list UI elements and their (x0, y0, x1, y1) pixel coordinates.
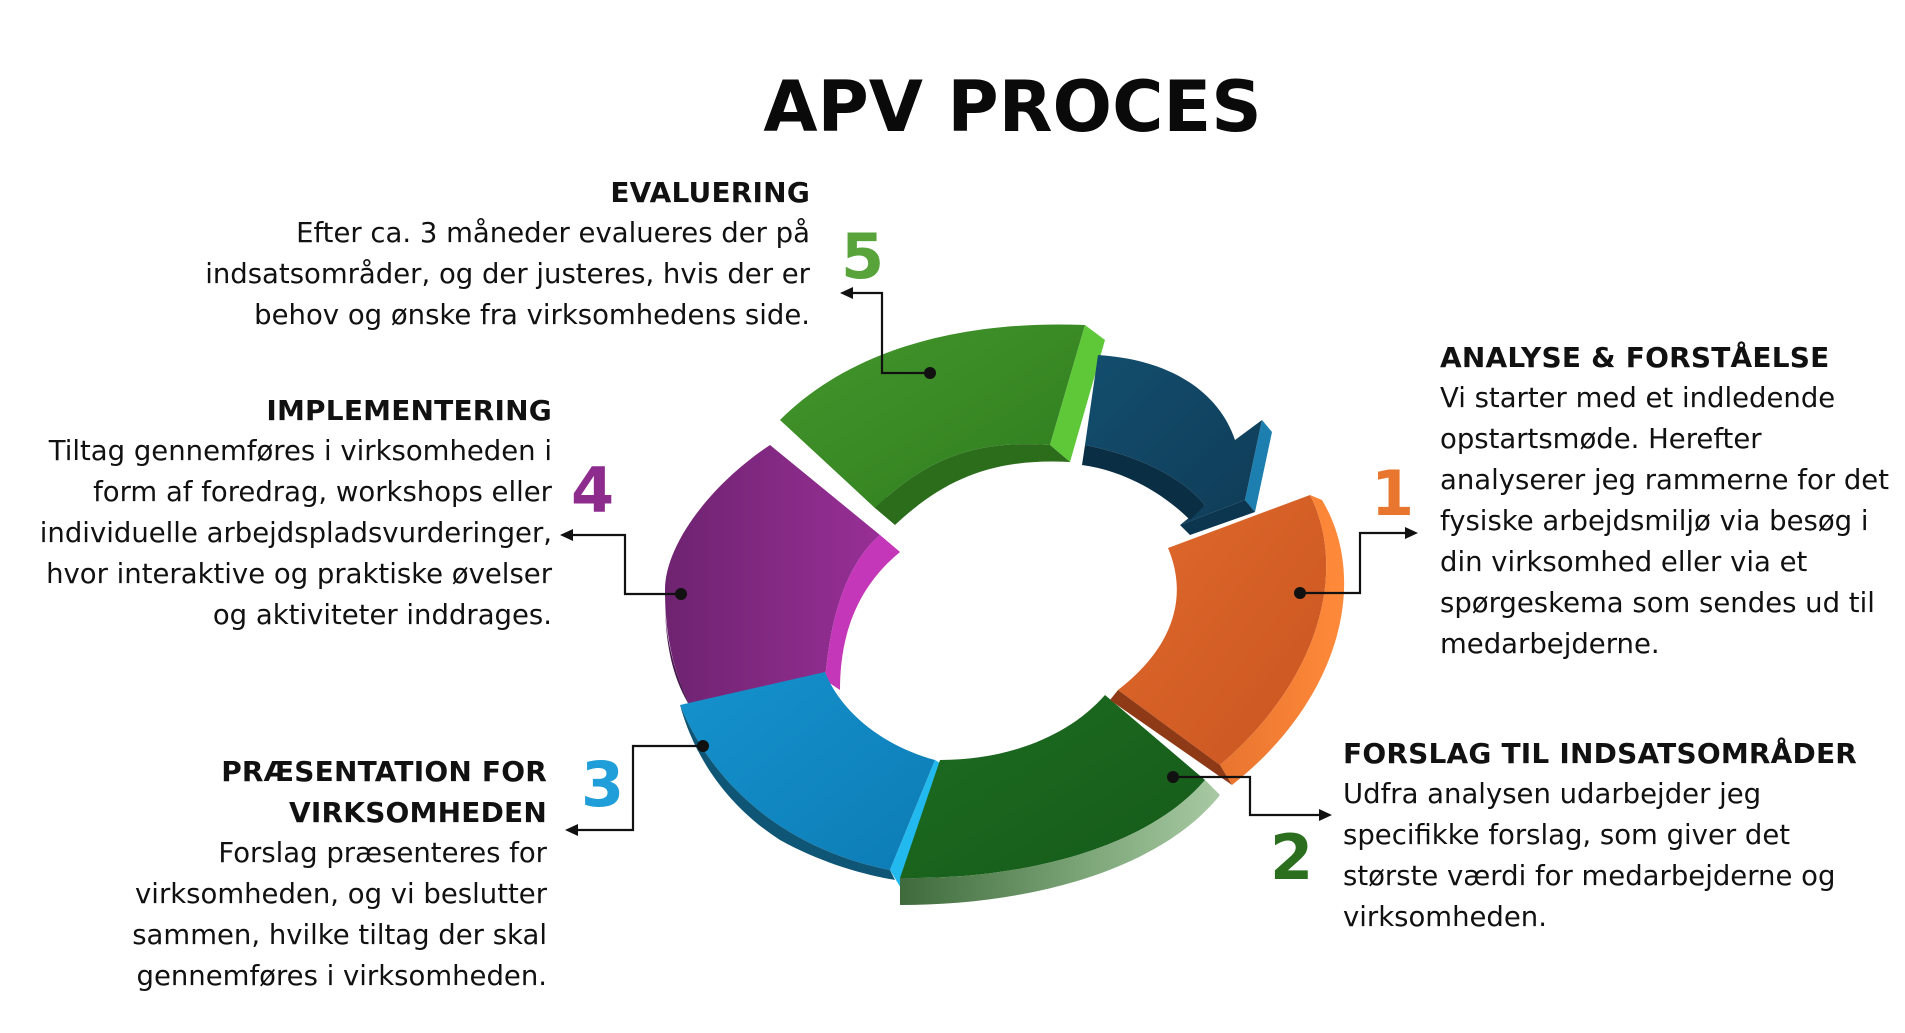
step-3-block: PRÆSENTATION FOR VIRKSOMHEDEN Forslag pr… (100, 751, 547, 997)
arrowhead-4 (560, 529, 573, 541)
arrowhead-3 (565, 824, 578, 836)
arrowhead-2 (1319, 809, 1332, 821)
leader-dot-5 (924, 367, 936, 379)
step-3-heading: PRÆSENTATION FOR VIRKSOMHEDEN (221, 755, 547, 829)
leader-line-4 (570, 533, 681, 596)
step-4-heading: IMPLEMENTERING (266, 394, 552, 427)
step-5-block: EVALUERING Efter ca. 3 måneder evalueres… (190, 172, 810, 336)
step-1-block: ANALYSE & FORSTÅELSE Vi starter med et i… (1440, 337, 1890, 665)
leader-heads (560, 287, 1418, 836)
leader-line-1 (1300, 531, 1408, 595)
leader-dot-2 (1167, 771, 1179, 783)
step-5-heading: EVALUERING (610, 176, 810, 209)
segment-1 (1110, 495, 1345, 785)
leader-dot-3 (697, 740, 709, 752)
arrowhead-5 (840, 287, 853, 299)
step-1-text: Vi starter med et indledende opstartsmød… (1440, 382, 1889, 660)
leader-line-5 (850, 291, 930, 375)
step-2-number: 2 (1270, 821, 1314, 894)
leader-dot-1 (1294, 587, 1306, 599)
step-1-number: 1 (1371, 457, 1415, 530)
leader-lines (570, 291, 1408, 832)
step-2-heading: FORSLAG TIL INDSATSOMRÅDER (1343, 737, 1858, 770)
step-2-block: FORSLAG TIL INDSATSOMRÅDER Udfra analyse… (1343, 733, 1883, 938)
step-2-text: Udfra analysen udarbejder jeg specifikke… (1343, 778, 1836, 933)
step-3-number: 3 (581, 748, 625, 821)
leader-line-2 (1173, 775, 1322, 817)
arrowhead-1 (1405, 527, 1418, 539)
step-4-block: IMPLEMENTERING Tiltag gennemføres i virk… (30, 390, 552, 636)
step-1-heading: ANALYSE & FORSTÅELSE (1440, 341, 1830, 374)
cycle-arrow (1082, 355, 1272, 535)
leader-dot-4 (675, 588, 687, 600)
step-4-text: Tiltag gennemføres i virksomheden i form… (39, 435, 552, 631)
page-title: APV PROCES (763, 66, 1262, 148)
step-5-number: 5 (841, 220, 885, 293)
segment-4 (665, 445, 900, 720)
step-4-number: 4 (571, 454, 615, 527)
leader-line-3 (575, 744, 703, 832)
step-3-text: Forslag præsenteres for virksomheden, og… (132, 837, 547, 992)
segment-5 (780, 324, 1105, 525)
step-5-text: Efter ca. 3 måneder evalueres der på ind… (205, 217, 810, 331)
segment-2 (900, 695, 1220, 905)
